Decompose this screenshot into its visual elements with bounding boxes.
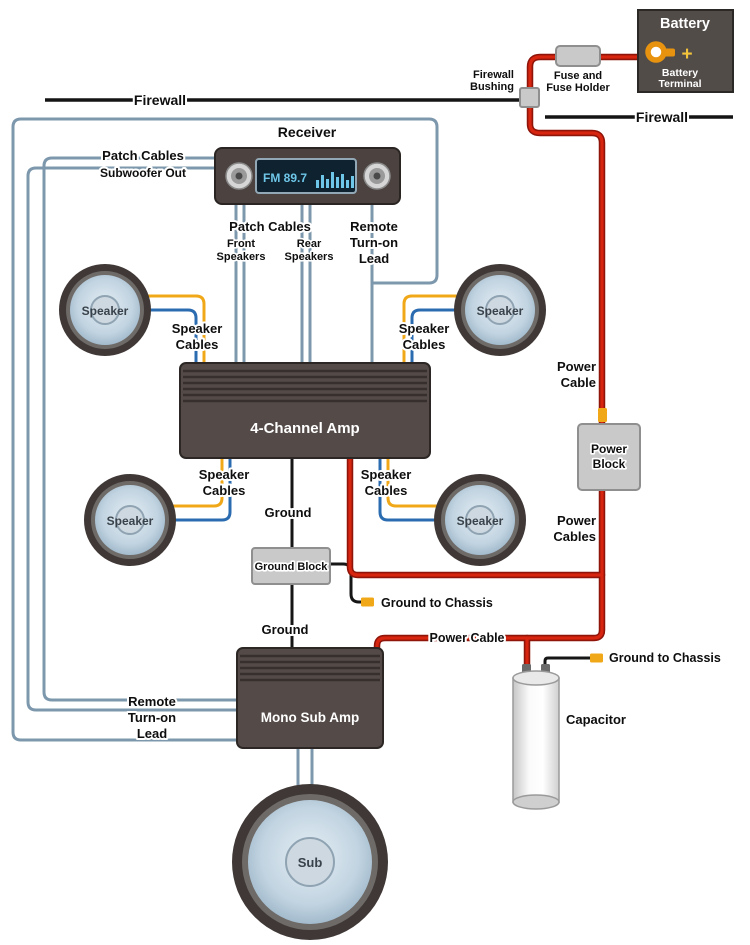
front-patch-cable-wires	[234, 198, 246, 372]
speaker-cables-fl-2: Cables	[176, 337, 219, 352]
power-block-label-2: Block	[593, 457, 626, 471]
power-block	[577, 423, 641, 491]
speaker-cables-fr-2: Cables	[403, 337, 446, 352]
amp-fins-icon	[240, 654, 380, 682]
mono-sub-amp: Mono Sub Amp	[236, 647, 384, 749]
fuse-label-1: Fuse and	[554, 70, 602, 82]
power-cables-label-2: Cables	[553, 529, 596, 544]
patch-center-title: Patch Cables	[229, 219, 311, 234]
power-cables-label-1: Power	[557, 513, 596, 528]
speaker-dust-cap	[90, 295, 120, 325]
chassis-lug-right-icon	[590, 653, 603, 663]
capacitor	[512, 664, 560, 810]
speaker-wires-front-left	[143, 294, 206, 370]
sub-label: Sub	[298, 855, 323, 870]
chassis-lug-mid-icon	[361, 597, 374, 607]
ring-terminal-icon	[645, 41, 667, 63]
firewall-label-right: Firewall	[636, 109, 688, 125]
speaker-rear-left: Speaker	[84, 474, 176, 566]
battery-title: Battery	[660, 16, 710, 32]
speaker-label: Speaker	[457, 514, 504, 528]
ground-label-upper: Ground	[265, 505, 312, 520]
battery-terminal-label-1: Battery	[662, 67, 698, 79]
power-cable-label-1: Power	[557, 359, 596, 374]
capacitor-bottom	[512, 794, 560, 810]
four-channel-amp-body	[179, 362, 431, 459]
ground-wires	[290, 452, 594, 674]
power-block-label-1: Power	[591, 442, 627, 456]
front-speakers-label-2: Speakers	[217, 251, 266, 263]
spectrum-bars-icon	[316, 172, 354, 188]
rear-patch-cable-wires	[300, 198, 312, 372]
speaker-wires-rear-left	[171, 452, 232, 522]
remote-top-label-1: Remote	[350, 219, 398, 234]
display-frequency: FM 89.7	[263, 171, 307, 185]
speaker-cables-rl-2: Cables	[203, 483, 246, 498]
ground-to-chassis-right-label: Ground to Chassis	[609, 651, 721, 665]
front-speakers-label-1: Front	[227, 238, 255, 250]
patch-left-label-1: Patch Cables	[102, 148, 184, 163]
battery-box	[637, 9, 734, 93]
capacitor-label: Capacitor	[566, 712, 626, 727]
speaker-dust-cap	[115, 505, 145, 535]
bushing-label-1: Firewall	[473, 69, 514, 81]
speaker-wires-rear-right	[378, 452, 439, 522]
power-cable-bottom-label: Power Cable	[429, 631, 504, 645]
capacitor-body	[512, 677, 560, 803]
speaker-cables-fl-1: Speaker	[172, 321, 223, 336]
remote-top-label-2: Turn-on	[350, 235, 398, 250]
sub-dust-cap	[285, 837, 335, 887]
remote-bottom-label-3: Lead	[137, 726, 167, 741]
rear-speakers-label-2: Speakers	[285, 251, 334, 263]
speaker-cables-rr-2: Cables	[365, 483, 408, 498]
ground-to-chassis-mid-label: Ground to Chassis	[381, 596, 493, 610]
speaker-front-right: Speaker	[454, 264, 546, 356]
ground-label-lower: Ground	[262, 622, 309, 637]
capacitor-top	[512, 670, 560, 686]
power-cable-label-2: Cable	[561, 375, 596, 390]
speaker-cables-rr-1: Speaker	[361, 467, 412, 482]
speaker-cables-rl-1: Speaker	[199, 467, 250, 482]
rear-speakers-label-1: Rear	[297, 238, 322, 250]
power-cable-wire	[348, 55, 658, 670]
battery	[637, 9, 734, 93]
remote-bottom-label-2: Turn-on	[128, 710, 176, 725]
remote-bottom-label-1: Remote	[128, 694, 176, 709]
speaker-label: Speaker	[82, 304, 129, 318]
firewall-label-left: Firewall	[134, 92, 186, 108]
subwoofer-patch-cable-wires	[26, 156, 244, 712]
speaker-dust-cap	[485, 295, 515, 325]
firewall-bushing	[519, 87, 540, 108]
speaker-wires-front-right	[402, 294, 458, 370]
speaker-label: Speaker	[477, 304, 524, 318]
power-connector-icon	[598, 408, 607, 422]
bushing-label-2: Bushing	[470, 81, 514, 93]
ground-block	[251, 547, 331, 585]
speaker-front-left: Speaker	[59, 264, 151, 356]
fuse-label-2: Fuse Holder	[546, 82, 610, 94]
amp-fins-icon	[183, 369, 427, 403]
volume-knob-dot	[235, 172, 243, 180]
fuse-holder	[555, 45, 601, 67]
speaker-cables-fr-1: Speaker	[399, 321, 450, 336]
battery-terminal-label-2: Terminal	[659, 78, 702, 90]
subwoofer: Sub	[232, 784, 388, 940]
speaker-dust-cap	[465, 505, 495, 535]
tuning-knob-dot	[373, 172, 381, 180]
mono-sub-amp-title: Mono Sub Amp	[261, 710, 359, 725]
four-channel-amp: 4-Channel Amp	[179, 362, 431, 459]
speaker-label: Speaker	[107, 514, 154, 528]
receiver: FM 89.7	[214, 147, 401, 205]
remote-top-label-3: Lead	[359, 251, 389, 266]
remote-turn-on-lead-wire	[11, 117, 439, 742]
four-channel-amp-title: 4-Channel Amp	[250, 420, 359, 437]
receiver-title: Receiver	[278, 124, 337, 140]
battery-plus-sign: +	[681, 44, 692, 65]
patch-left-label-2: Subwoofer Out	[100, 166, 186, 180]
speaker-rear-right: Speaker	[434, 474, 526, 566]
ground-block-label: Ground Block	[255, 561, 329, 573]
